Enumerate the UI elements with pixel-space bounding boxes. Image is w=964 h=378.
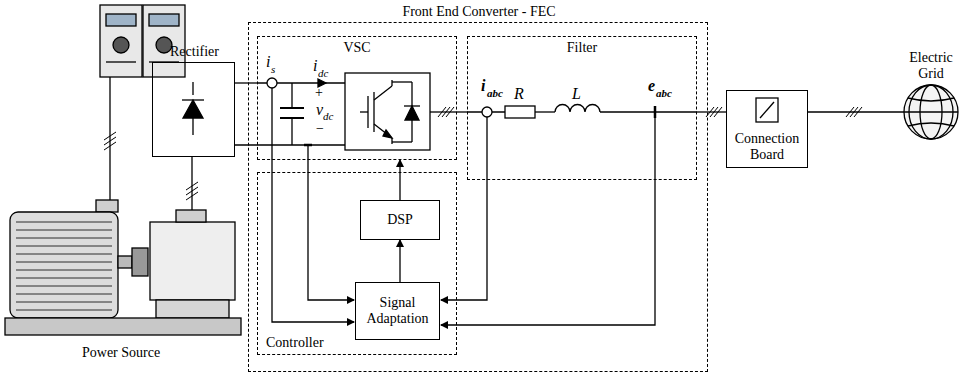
signal-label: + [315, 86, 323, 100]
signal-box: Signal Adaptation [355, 282, 440, 340]
filter-region: Filter [467, 36, 697, 180]
capacitor-symbol [280, 83, 304, 145]
vsc-region: VSC [257, 36, 457, 160]
connector [399, 240, 400, 282]
node-text: VSC [258, 40, 456, 56]
signal-label: e [648, 78, 655, 94]
base-plate [5, 318, 241, 335]
connector [697, 111, 726, 112]
signal-label: dc [318, 68, 328, 79]
signal-label: abc [487, 88, 503, 99]
fec-region: Front End Converter - FECVSCFilterContro… [248, 22, 708, 372]
signal-label: s [271, 64, 275, 75]
diode-symbol [182, 82, 204, 135]
servo-motor [150, 210, 235, 318]
node-text: Controller [266, 335, 324, 351]
node-text: Filter [468, 40, 696, 56]
signal-label: − [316, 122, 324, 136]
connector [457, 111, 467, 112]
node-text: Front End Converter - FEC [249, 4, 709, 20]
node-text: DSP [365, 212, 435, 228]
board-box: Connection Board [726, 90, 808, 168]
connector [235, 82, 257, 83]
signal-label: L [572, 86, 581, 102]
node-text: Rectifier [153, 44, 236, 60]
connector [399, 160, 400, 200]
node-text: Electric Grid [899, 50, 963, 82]
connector [808, 111, 904, 112]
signal-label: v [316, 102, 323, 118]
switch-icon [756, 98, 778, 122]
igbt-converter [345, 73, 430, 150]
signal-label: R [514, 86, 524, 102]
drive-unit [100, 5, 185, 77]
signal-label: abc [656, 88, 672, 99]
dsp-box: DSP [360, 200, 440, 240]
globe-icon [904, 85, 958, 139]
node-text: Signal Adaptation [360, 295, 435, 327]
node-text: Connection Board [730, 131, 804, 163]
signal-label: dc [323, 111, 333, 122]
signal-label: i [481, 78, 485, 94]
inductor-symbol [555, 105, 600, 112]
induction-motor [10, 200, 148, 318]
signal-label: i [266, 54, 270, 70]
resistor-symbol [505, 106, 535, 118]
grid-node: Electric Grid [904, 85, 958, 139]
caption-label: Power Source [82, 346, 160, 360]
signal-label: i [313, 58, 317, 74]
controller-region: Controller DSP Signal Adaptation [257, 172, 457, 355]
rectifier-box: Rectifier [152, 62, 235, 157]
